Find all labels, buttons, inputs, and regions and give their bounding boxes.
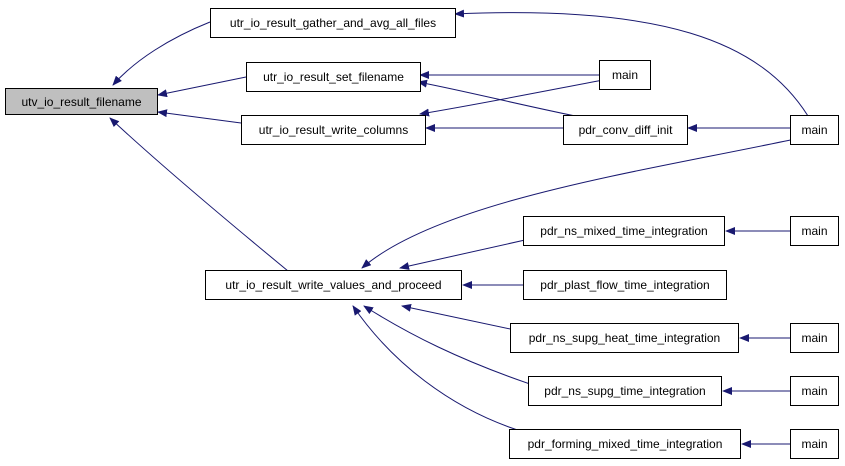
node-utv-io-result-filename[interactable]: utv_io_result_filename (5, 88, 158, 115)
node-utr-io-result-write-values-and-proceed[interactable]: utr_io_result_write_values_and_proceed (205, 270, 462, 300)
edge-main-b-to-writevals (361, 138, 796, 269)
edge-setfn-to-root (157, 76, 247, 98)
node-pdr-plast-flow-time-integration[interactable]: pdr_plast_flow_time_integration (523, 270, 727, 300)
edge-writecols-to-root (157, 109, 242, 124)
edge-main-b-to-gather (454, 9, 809, 117)
node-utr-io-result-write-columns[interactable]: utr_io_result_write_columns (241, 115, 426, 145)
node-utr-io-result-gather-and-avg-all-files[interactable]: utr_io_result_gather_and_avg_all_files (210, 8, 456, 38)
node-main-d[interactable]: main (790, 323, 839, 353)
edge-convdiff-to-setfn (417, 79, 586, 119)
node-main-a[interactable]: main (599, 60, 651, 90)
node-main-e[interactable]: main (790, 376, 839, 406)
node-main-f[interactable]: main (790, 429, 839, 459)
node-main-b[interactable]: main (790, 115, 839, 145)
node-main-c[interactable]: main (790, 216, 839, 246)
edge-nsmixed-to-writevals (399, 239, 526, 270)
node-pdr-ns-supg-heat-time-integration[interactable]: pdr_ns_supg_heat_time_integration (510, 323, 739, 353)
node-utr-io-result-set-filename[interactable]: utr_io_result_set_filename (246, 62, 421, 92)
node-pdr-ns-supg-time-integration[interactable]: pdr_ns_supg_time_integration (528, 376, 722, 406)
edge-main-a-to-writecols (419, 79, 604, 117)
edge-nssupg-to-writevals (363, 305, 531, 385)
node-pdr-forming-mixed-time-integration[interactable]: pdr_forming_mixed_time_integration (509, 429, 741, 459)
node-pdr-ns-mixed-time-integration[interactable]: pdr_ns_mixed_time_integration (523, 216, 725, 246)
edge-gather-to-root (112, 21, 211, 86)
edge-nssupgheat-to-writevals (401, 303, 516, 331)
node-pdr-conv-diff-init[interactable]: pdr_conv_diff_init (563, 115, 688, 145)
edge-writevals-to-root (109, 117, 289, 272)
edge-forming-to-writevals (352, 305, 528, 434)
